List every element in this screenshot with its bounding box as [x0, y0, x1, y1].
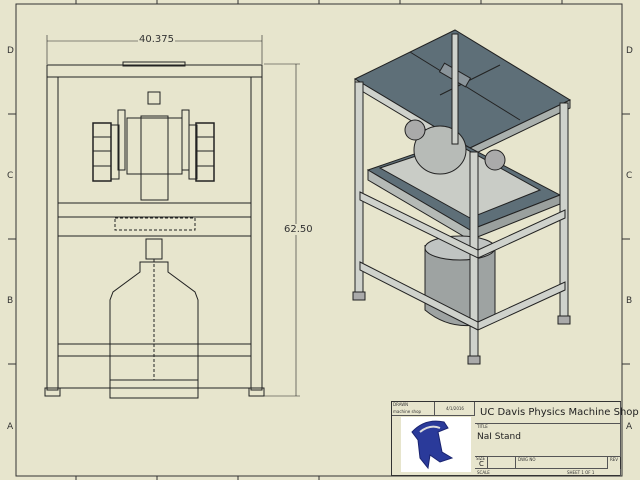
zone-label-right-d: D: [626, 46, 633, 56]
drawn-label: DRAWN: [393, 402, 409, 407]
title-label: TITLE: [477, 424, 488, 429]
drawn-by: machine shop: [393, 409, 422, 414]
company-name: UC Davis Physics Machine Shop: [480, 407, 639, 418]
isometric-view: [352, 29, 572, 365]
front-view: [44, 35, 300, 399]
title-block: DRAWN machine shop 4/1/2016 UC Davis Phy…: [391, 401, 639, 476]
uc-davis-logo: [401, 417, 471, 472]
drawn-date: 4/1/2016: [446, 406, 464, 411]
zone-label-right-c: C: [626, 171, 633, 181]
zone-label-right-b: B: [626, 296, 633, 306]
rev-label: REV: [610, 457, 619, 462]
zone-label-left-b: B: [7, 296, 14, 306]
sheet-size: C: [479, 460, 484, 468]
height-dimension: 62.50: [283, 224, 314, 235]
scale-label: SCALE: [477, 470, 490, 475]
zone-ticks: [8, 0, 630, 480]
width-dimension: 40.375: [138, 34, 175, 45]
zone-label-left-c: C: [7, 171, 14, 181]
size-label: SIZE: [476, 456, 485, 461]
drawing-title: NaI Stand: [477, 432, 521, 442]
zone-label-left-d: D: [7, 46, 14, 56]
sheet-number: SHEET 1 OF 1: [567, 470, 595, 475]
zone-label-left-a: A: [7, 422, 14, 432]
dwg-no-label: DWG NO: [518, 457, 536, 462]
zone-label-right-a: A: [626, 422, 633, 432]
